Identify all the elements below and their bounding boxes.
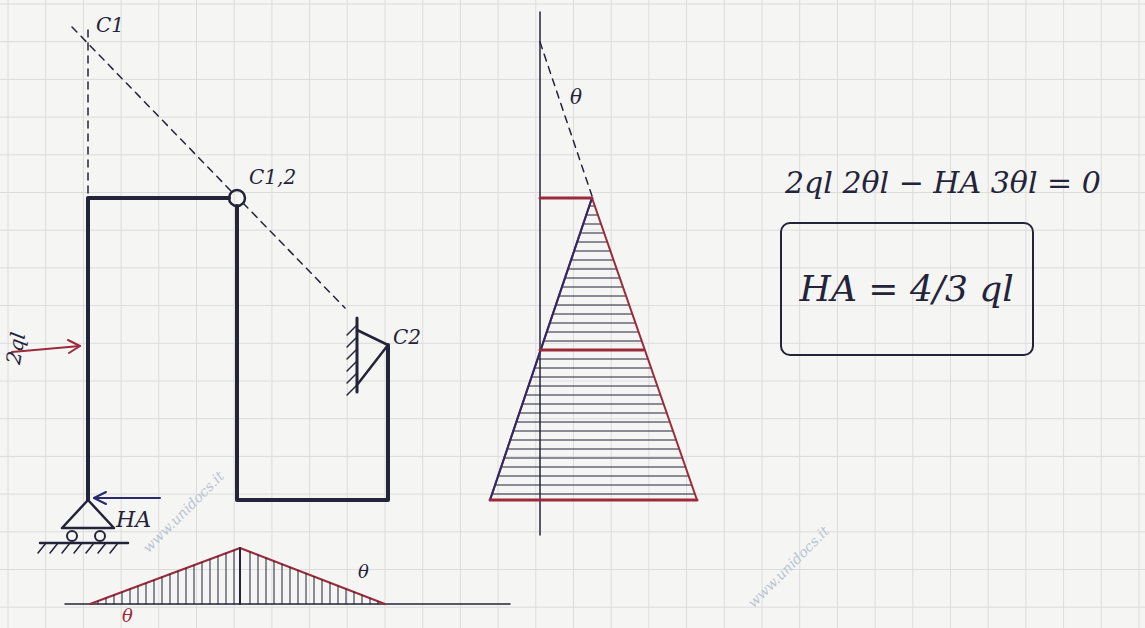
ordinate xyxy=(540,197,592,200)
diagram-hatch xyxy=(98,550,378,604)
watermark: www.unidocs.it xyxy=(745,523,832,610)
load-label: 2ql xyxy=(2,331,29,366)
frame-member xyxy=(88,198,229,500)
reaction-label: HA xyxy=(116,508,151,532)
ordinate xyxy=(540,349,643,352)
watermark: www.unidocs.it xyxy=(140,468,227,555)
reaction-arrow xyxy=(94,492,160,504)
roller xyxy=(67,531,77,541)
wall-hatch xyxy=(347,325,357,395)
result-box: HA = 4/3 ql xyxy=(780,222,1034,356)
frame-member xyxy=(237,206,388,500)
axis xyxy=(539,12,541,535)
roller xyxy=(95,531,105,541)
point-label: C1,2 xyxy=(249,166,296,188)
displacement-diagram xyxy=(490,198,697,500)
result-text: HA = 4/3 ql xyxy=(800,269,1033,309)
diagram-hatch xyxy=(492,206,695,494)
ordinate xyxy=(239,548,241,604)
ordinate xyxy=(490,499,697,502)
dashed-line xyxy=(540,42,592,196)
rotation-label: θ xyxy=(570,86,582,108)
point-label: C1 xyxy=(96,14,124,36)
rotation-label: θ xyxy=(122,606,133,626)
baseline xyxy=(65,603,510,605)
dashed-line xyxy=(87,30,89,196)
ground-hatch xyxy=(38,543,118,553)
dashed-line xyxy=(243,203,345,308)
hinge xyxy=(229,190,245,206)
point-label: C2 xyxy=(393,326,421,348)
work-equation: 2ql 2θl − HA 3θl = 0 xyxy=(785,166,1101,199)
ground-line xyxy=(40,542,128,545)
dashed-line xyxy=(72,27,231,191)
displacement-diagram xyxy=(90,548,385,604)
rotation-label: θ xyxy=(358,562,369,582)
slider-support xyxy=(357,330,388,385)
